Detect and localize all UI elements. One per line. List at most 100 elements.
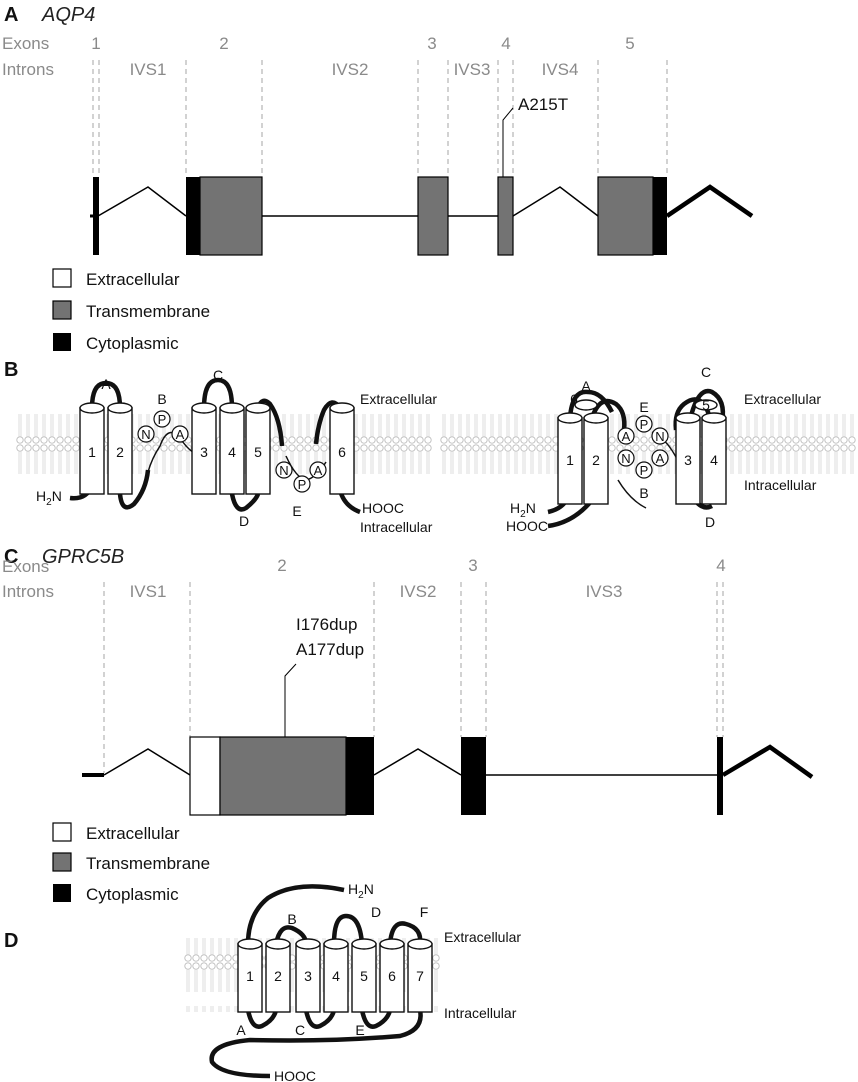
aqp4-utr-tail <box>665 184 754 218</box>
aqp4-exon-5-cytoplasmic <box>653 177 667 255</box>
aqp4-extracellular-label-left: Extracellular <box>360 391 437 407</box>
aqp4-intracellular-label-left: Intracellular <box>360 519 433 535</box>
helix-b-right-3 <box>675 412 701 505</box>
helix-b-left-label-3: 3 <box>200 444 208 460</box>
legend-c: Extracellular Transmembrane Cytoplasmic <box>52 822 210 904</box>
gprc5b-intron-label-3: IVS3 <box>586 582 623 601</box>
loop-b-left-a: A <box>101 376 111 392</box>
helix-b-right-2 <box>583 412 609 505</box>
gprc5b-exon-label-4: 4 <box>716 556 725 575</box>
npa-right-p2: P <box>640 463 649 478</box>
legend-c-cytoplasmic-swatch <box>53 884 71 902</box>
legend-a-transmembrane-label: Transmembrane <box>86 302 210 321</box>
helix-b-right-label-2: 2 <box>592 452 600 468</box>
gprc5b-introns-row-label: Introns <box>2 582 54 601</box>
legend-a: Extracellular Transmembrane Cytoplasmic <box>52 268 210 353</box>
helix-b-right-label-4: 4 <box>710 452 718 468</box>
panel-b: B 1 2 3 4 <box>4 359 856 535</box>
gprc5b-exon-2-transmembrane <box>219 736 347 816</box>
aqp4-exon-label-1: 1 <box>91 34 100 53</box>
loop-b-left-d: D <box>239 513 249 529</box>
aqp4-introns-row-label: Introns <box>2 60 54 79</box>
helix-d-2 <box>265 938 291 1013</box>
aqp4-exon-1 <box>93 177 99 255</box>
helix-b-left-6 <box>329 402 355 495</box>
gprc5b-utr-tail <box>721 744 814 779</box>
npa-left-n1: N <box>141 427 150 442</box>
helix-b-right-1 <box>557 412 583 505</box>
panel-a: A AQP4 Exons Introns 1 2 3 4 5 IVS1 IVS2… <box>2 4 754 353</box>
legend-a-cytoplasmic-label: Cytoplasmic <box>86 334 179 353</box>
aqp4-exon-4 <box>497 176 514 256</box>
aqp4-intron-label-1: IVS1 <box>130 60 167 79</box>
loop-d-d: D <box>371 904 381 920</box>
gprc5b-exons-row-label: Exons <box>2 557 49 576</box>
aqp4-exon-boundary-guides <box>92 60 668 177</box>
helix-b-left-1 <box>79 402 105 495</box>
aqp4-n-terminus-right: H2N <box>510 500 536 520</box>
legend-c-transmembrane-swatch <box>52 852 72 872</box>
loop-b-left-c: C <box>213 367 223 383</box>
helix-d-4 <box>323 938 349 1013</box>
loop-d-e: E <box>355 1022 364 1038</box>
aqp4-intracellular-label-right: Intracellular <box>744 477 817 493</box>
helix-b-right-5 <box>694 399 718 411</box>
aqp4-intron-label-2: IVS2 <box>332 60 369 79</box>
npa-right-a2: A <box>656 451 665 466</box>
npa-left-n2: N <box>279 463 288 478</box>
loop-b-right-e: E <box>639 399 648 415</box>
helix-d-6 <box>379 938 405 1013</box>
npa-left-p1: P <box>158 412 167 427</box>
npa-right-n2: N <box>621 451 630 466</box>
gprc5b-exon-label-2: 2 <box>277 556 286 575</box>
gprc5b-introns-lines <box>103 748 717 776</box>
gprc5b-mutation-label-1: I176dup <box>296 615 357 634</box>
helix-b-left-4 <box>219 402 245 495</box>
legend-a-extracellular-label: Extracellular <box>86 270 180 289</box>
helix-d-label-1: 1 <box>246 968 254 984</box>
helix-b-left-label-4: 4 <box>228 444 236 460</box>
helix-b-right-4 <box>701 412 727 505</box>
helix-b-left-label-2: 2 <box>116 444 124 460</box>
helix-b-right-label-6: 6 <box>570 391 578 407</box>
legend-c-transmembrane-label: Transmembrane <box>86 854 210 873</box>
gprc5b-exon-2-cytoplasmic <box>346 737 374 815</box>
gprc5b-gene-title: GPRC5B <box>42 546 124 568</box>
loop-d-f: F <box>420 904 429 920</box>
aqp4-exon-label-4: 4 <box>501 34 510 53</box>
aqp4-c-terminus-right: HOOC <box>506 518 548 534</box>
legend-a-extracellular-swatch <box>52 268 72 288</box>
helix-d-7 <box>407 938 433 1013</box>
panel-c: C GPRC5B Exons Introns 2 3 4 IVS1 IVS2 I… <box>2 546 814 904</box>
helix-d-5 <box>351 938 377 1013</box>
aqp4-exon-5-transmembrane <box>597 176 654 256</box>
gprc5b-exon-label-3: 3 <box>468 556 477 575</box>
aqp4-mutation-pointer <box>502 107 514 177</box>
gprc5b-exon-boundary-guides <box>103 582 724 773</box>
helix-d-label-6: 6 <box>388 968 396 984</box>
npa-right-p1: P <box>640 417 649 432</box>
helix-d-label-5: 5 <box>360 968 368 984</box>
gprc5b-exon-2-extracellular <box>189 736 221 816</box>
helix-d-label-2: 2 <box>274 968 282 984</box>
aqp4-mutation-label: A215T <box>518 95 568 114</box>
loop-d-c: C <box>295 1022 305 1038</box>
gprc5b-n-terminus: H2N <box>348 881 374 901</box>
aqp4-monomer-helices <box>79 402 355 495</box>
loop-b-right-a: A <box>581 378 591 394</box>
aqp4-monomer-npa-circles <box>137 410 327 493</box>
gprc5b-c-terminus: HOOC <box>274 1068 316 1082</box>
helix-d-3 <box>295 938 321 1013</box>
aqp4-n-terminus-left: H2N <box>36 488 62 508</box>
gprc5b-extracellular-label: Extracellular <box>444 929 521 945</box>
helix-b-right-label-3: 3 <box>684 452 692 468</box>
gprc5b-loops <box>209 884 423 1079</box>
gprc5b-intracellular-label: Intracellular <box>444 1005 517 1021</box>
legend-a-cytoplasmic-swatch <box>53 333 71 351</box>
helix-b-right-6 <box>574 399 598 411</box>
helix-b-left-5 <box>245 402 271 495</box>
loop-b-left-e: E <box>292 503 301 519</box>
aqp4-membrane-right <box>440 400 856 474</box>
npa-left-a2: A <box>314 463 323 478</box>
aqp4-folded-helices <box>557 399 727 505</box>
